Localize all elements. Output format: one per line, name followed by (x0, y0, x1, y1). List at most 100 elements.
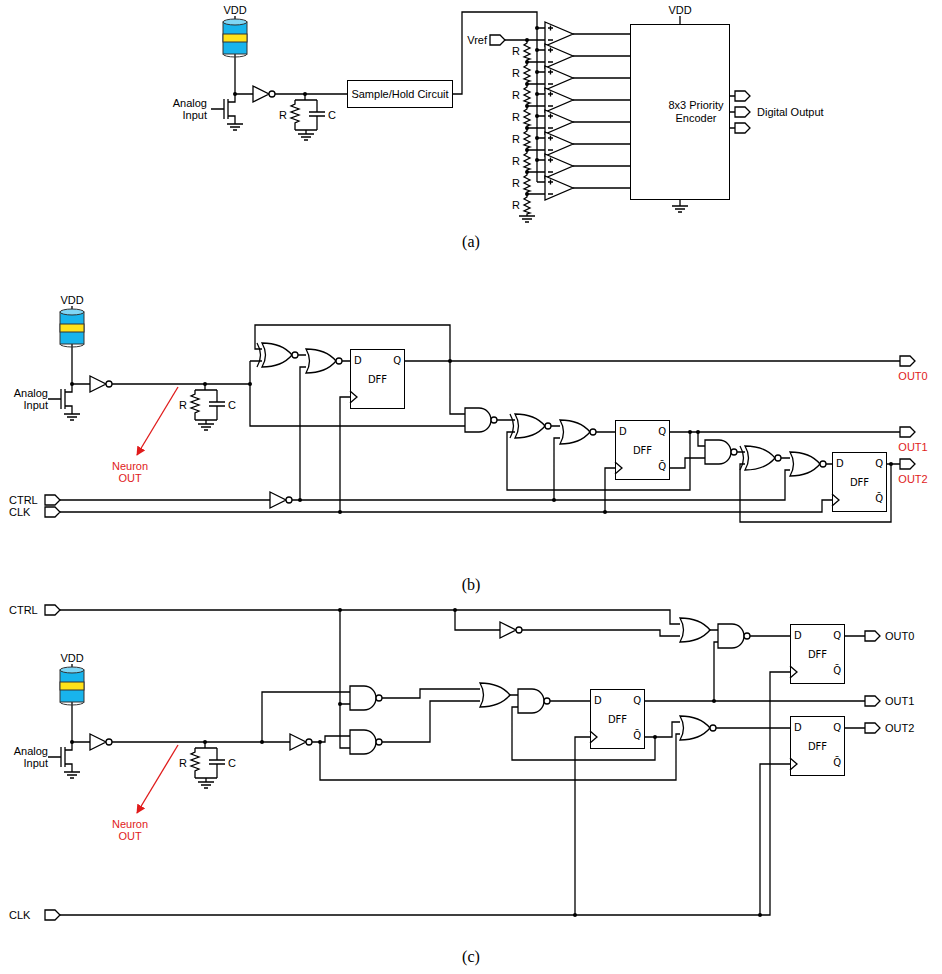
flip-flop: DQDFFQ̄ (790, 624, 845, 684)
junction-dot (535, 158, 539, 162)
junction-dot (696, 430, 700, 434)
callout-arrow (137, 387, 178, 455)
ground-symbol (672, 206, 688, 212)
block-name: DFF (808, 741, 827, 752)
junction-dot (688, 430, 692, 434)
memristor-neuron (48, 306, 112, 420)
comparator (545, 154, 573, 178)
port-label: Q (633, 695, 641, 706)
wire (527, 72, 630, 84)
inverter (270, 492, 292, 508)
output-pin (735, 123, 750, 133)
inverter (500, 622, 522, 638)
resistor-symbol (524, 150, 530, 172)
flip-flop: DQDFFQ̄ (790, 716, 845, 776)
resistor-symbol (524, 106, 530, 128)
junction-dot (448, 359, 452, 363)
signal-label: Analog Input (3, 387, 49, 411)
wire (527, 160, 630, 172)
junction-dot (525, 82, 529, 86)
nor-gate (680, 716, 716, 740)
wire (527, 94, 630, 106)
port-label: Q̄ (658, 461, 666, 472)
output-pin (865, 723, 880, 733)
wire (60, 325, 900, 522)
output-pin (900, 427, 915, 437)
signal-label: R (511, 89, 521, 101)
output-pin (735, 91, 750, 101)
signal-label: R (178, 399, 188, 411)
resistor-symbol (524, 84, 530, 106)
port-label: D (836, 458, 844, 469)
port-label: Q̄ (833, 757, 841, 768)
or-gate (680, 618, 710, 642)
wire (527, 116, 630, 128)
clock-triangle (790, 666, 797, 678)
nand-gate (705, 440, 737, 464)
signal-label: VDD (59, 294, 84, 306)
comparator (545, 66, 573, 90)
junction-dot (525, 104, 529, 108)
signal-label: OUT2 (897, 473, 928, 485)
signal-label: R (511, 111, 521, 123)
nand-gate (718, 624, 750, 648)
flip-flop: DQDFFQ̄ (590, 689, 645, 749)
block-name: 8x3 Priority Encoder (667, 99, 725, 124)
junction-dot (338, 702, 342, 706)
nand-gate (465, 408, 497, 432)
comparator (545, 22, 573, 46)
clock-triangle (350, 391, 357, 403)
junction-dot (525, 148, 529, 152)
comparator (545, 88, 573, 112)
wire (60, 610, 865, 915)
junction-dot (603, 510, 607, 514)
inverter (290, 734, 312, 750)
junction-dot (338, 510, 342, 514)
resistor-symbol (524, 194, 530, 216)
resistor-symbol (524, 40, 530, 62)
rc-filter (191, 740, 225, 788)
junction-dot (712, 699, 716, 703)
resistor-symbol (524, 128, 530, 150)
port-label: Q̄ (633, 730, 641, 741)
signal-label: R (178, 757, 188, 769)
port-label: Q̄ (875, 493, 883, 504)
resistor-symbol (524, 172, 530, 194)
wire (527, 138, 630, 150)
block-name: Sample/Hold Circuit (351, 88, 448, 101)
input-pin (45, 910, 60, 920)
nor-gate (306, 349, 342, 373)
signal-label: Analog Input (162, 97, 208, 121)
junction-dots (260, 608, 762, 917)
signal-label: OUT2 (884, 722, 915, 734)
block-name: DFF (368, 374, 387, 385)
priority-encoder: 8x3 Priority Encoder (630, 24, 730, 200)
port-label: Q̄ (833, 665, 841, 676)
signal-label: CLK (8, 909, 31, 921)
comparator (545, 110, 573, 134)
clock-triangle (832, 494, 839, 506)
nand-gate (350, 686, 382, 710)
signal-label: C (327, 109, 337, 121)
callout-label: Neuron OUT (107, 460, 153, 484)
signal-label: OUT1 (897, 441, 928, 453)
signal-label: OUT0 (897, 370, 928, 382)
signal-label: Digital Output (756, 106, 825, 118)
output-pin (900, 356, 915, 366)
input-pin (490, 35, 505, 45)
signal-label: OUT0 (884, 630, 915, 642)
flip-flop: DQDFFQ̄ (832, 452, 887, 512)
port-label: Q (875, 458, 883, 469)
xnor-gate (257, 343, 298, 367)
junction-dot (535, 26, 539, 30)
output-pin (865, 696, 880, 706)
flash-adc (524, 22, 630, 216)
junction-dot (298, 498, 302, 502)
block-name: DFF (633, 445, 652, 456)
junction-dot (525, 38, 529, 42)
junction-dot (453, 608, 457, 612)
junction-dot (248, 382, 252, 386)
junction-dot (535, 136, 539, 140)
junction-dot (318, 740, 322, 744)
